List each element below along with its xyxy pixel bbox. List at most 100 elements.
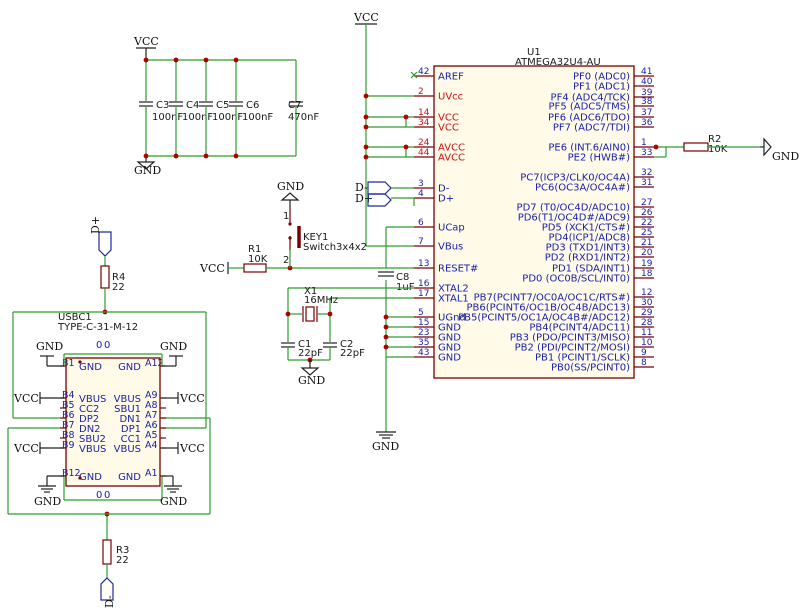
u1-pin-name-21: PD3 (TXD1/INT3) [546,243,630,254]
usb-c-connector: D+ R4 22 R3 22 D- USBC1 TYPE-C-31-M-12 B… [7,216,211,608]
u1-pin-name-18: PD0 (OC0B/SCL/INT0) [522,274,630,285]
u1-pin-name-34: VCC [438,123,459,134]
usbc-pin-num-b9: B9 [62,440,75,451]
usbc-pin-name-b12: GND [79,472,102,483]
u1-pin-name-8: PB0(SS/PCINT0) [551,363,630,374]
u1-pin-name-16: XTAL2 [438,284,469,295]
usbc-pin-name-a6: DP1 [121,424,141,435]
usbc-pin-num-a5: A5 [145,430,158,441]
u1-pin-name-4: D+ [438,194,454,205]
cap-c6-ref: C6 [246,100,259,111]
u1-pin-name-30: PB6(PCINT6/OC1B/OC4B/ADC13) [467,303,631,314]
u1-pin-num-32: 32 [641,168,652,178]
u1-pin-name-33: PE2 (HWB#) [568,153,630,164]
usbc-pin-num-a1: A1 [145,468,158,479]
cap-c6-value: 100nF [242,112,273,123]
net-flag-d-minus-usb: D- [103,595,116,608]
vcc-label-usb-r1: VCC [179,392,205,405]
usbc-pin-num-a12: A12 [145,358,164,369]
u1-pin-num-12: 12 [641,288,652,298]
usbc-pin-name-b1: GND [79,362,102,373]
u1-pin-num-5: 5 [418,308,424,318]
u1-pin-name-10: PB2 (PDI/PCINT2/MOSI) [515,343,630,354]
u1-pin-num-37: 37 [641,108,652,118]
net-flag-d-plus-usb: D+ [89,216,102,234]
x1-value: 16MHz [304,295,338,306]
u1-pin-name-39: PF4 (ADC4/TCK) [551,93,631,104]
u1-pin-name-6: UCap [438,223,465,234]
u1-pin-num-8: 8 [641,358,647,368]
u1-pin-name-35: GND [438,343,461,354]
u1-ref: U1 [527,47,541,58]
u1-pin-num-30: 30 [641,298,653,308]
usbc-pin-name-a4: VBUS [114,444,141,455]
c1-value: 22pF [298,348,323,359]
u1-pin-num-35: 35 [418,338,429,348]
c2-value: 22pF [340,348,365,359]
gnd-label-caps: GND [134,164,161,177]
u1-pin-name-11: PB3 (PDO/PCINT3/MISO) [510,333,630,344]
u1-pin-name-43: GND [438,353,461,364]
u1-pin-name-32: PC7(ICP3/CLK0/OC4A) [520,173,630,184]
u1-pin-name-36: PF7 (ADC7/TDI) [553,123,630,134]
u1-pin-name-29: PB5(PCINT5/OC1A/OC4B#/ADC12) [458,313,630,324]
u1-pin-num-34: 34 [418,118,430,128]
shield-pin-bottom-a: 0 [96,490,102,501]
gnd-label-mcu: GND [372,440,399,453]
r4-ref: R4 [112,272,125,283]
usbc-pin-name-a5: CC1 [121,434,141,445]
c1-ref: C1 [298,339,311,350]
u1-pin-num-10: 10 [641,338,653,348]
usbc-pin-name-b5: CC2 [79,404,99,415]
usbc-pin-num-b4: B4 [62,390,75,401]
usbc-pin-name-a7: DN1 [119,414,141,425]
u1-pin-name-7: VBus [438,242,463,253]
r3-value: 22 [116,555,129,566]
usbc-pin-name-b7: DN2 [79,424,101,435]
u1-pin-name-1: PE6 (INT.6/AIN0) [548,143,630,154]
u1-pin-num-25: 25 [641,228,652,238]
usbc-pin-num-a6: A6 [145,420,158,431]
crystal-x1: X1 16MHz [302,286,338,322]
u1-pin-num-18: 18 [641,269,653,279]
u1-pin-num-9: 9 [641,348,647,358]
gnd-label-usb-br: GND [160,495,187,508]
u1-pin-name-24: AVCC [438,143,465,154]
u1-pin-num-11: 11 [641,328,652,338]
u1-pin-num-16: 16 [418,279,430,289]
cap-c7-ref: C7 [288,100,301,111]
u1-pin-num-39: 39 [641,88,653,98]
vcc-label-caps: VCC [133,35,159,48]
vcc-label-reset: VCC [199,262,225,275]
u1-pin-name-5: UGnd [438,313,466,324]
cap-c4-ref: C4 [186,100,199,111]
u1-pin-num-20: 20 [641,248,653,258]
u1-pin-num-3: 3 [418,179,424,189]
u1-pin-name-38: PF5 (ADC5/TMS) [549,102,631,113]
u1-pin-num-42: 42 [418,67,429,77]
usbc-pin-num-b6: B6 [62,410,75,421]
r1-value: 10K [248,254,268,265]
u1-pin-num-27: 27 [641,198,652,208]
r1-ref: R1 [248,244,261,255]
usbc1-ref: USBC1 [58,312,92,323]
usbc-pin-name-b6: DP2 [79,414,99,425]
u1-pin-name-40: PF1 (ADC1) [573,82,630,93]
r2-value: 10K [708,144,728,155]
vcc-label-usb-l2: VCC [13,442,39,455]
u1-pin-name-12: PB7(PCINT7/OC0A/OC1C/RTS#) [474,293,630,304]
u1-pin-num-19: 19 [641,259,653,269]
c2-ref: C2 [340,339,353,350]
u1-pin-name-31: PC6(OC3A/OC4A#) [535,183,630,194]
key1-pin2: 2 [283,255,289,266]
u1-pin-name-44: AVCC [438,153,465,164]
u1-pin-name-22: PD5 (XCK1/CTS#) [542,223,630,234]
key1-pin1: 1 [283,211,289,222]
cap-c3-ref: C3 [156,100,169,111]
usbc-pin-name-b9: VBUS [79,444,106,455]
u1-pin-num-2: 2 [418,87,424,97]
u1-pin-name-37: PF6 (ADC6/TDO) [548,113,630,124]
u1-pin-num-17: 17 [418,289,429,299]
